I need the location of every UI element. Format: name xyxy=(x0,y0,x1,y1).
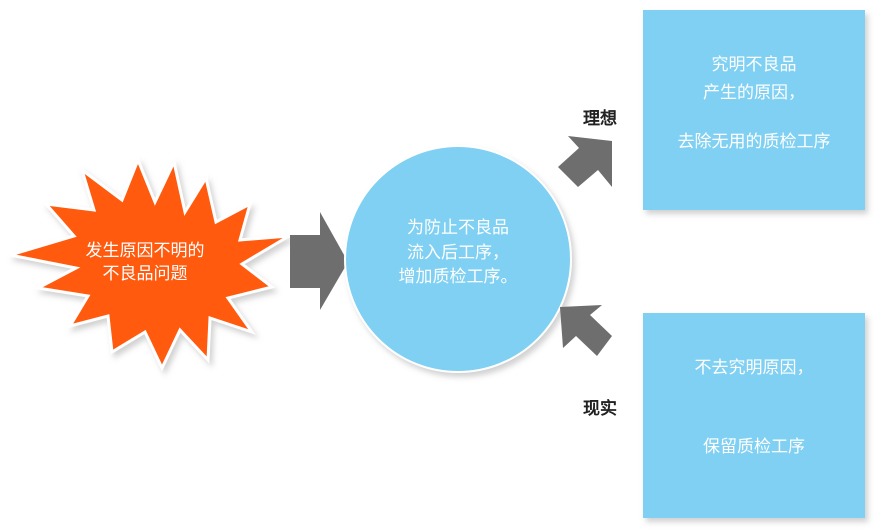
arrow-to-ideal xyxy=(558,136,612,187)
reality-line-2: 保留质检工序 xyxy=(703,437,805,457)
reality-box xyxy=(643,313,865,518)
circle-text: 为防止不良品 流入后工序， 增加质检工序。 xyxy=(368,216,548,290)
circle-line-2: 流入后工序， xyxy=(407,242,509,263)
circle-line-3: 增加质检工序。 xyxy=(398,267,518,288)
reality-label: 现实 xyxy=(583,399,617,419)
ideal-box xyxy=(643,10,865,210)
reality-line-1: 不去究明原因， xyxy=(694,358,814,378)
starburst-shape xyxy=(9,155,290,372)
burst-line-2: 不良品问题 xyxy=(102,263,188,284)
process-circle xyxy=(344,145,572,373)
burst-line-1: 发生原因不明的 xyxy=(85,241,205,261)
arrow-from-reality xyxy=(560,305,612,356)
ideal-line-3: 去除无用的质检工序 xyxy=(677,132,831,152)
arrow-to-circle xyxy=(290,212,348,310)
burst-text: 发生原因不明的 不良品问题 xyxy=(60,240,230,286)
ideal-label: 理想 xyxy=(583,109,617,129)
ideal-line-2: 产生的原因， xyxy=(703,83,805,103)
circle-line-1: 为防止不良品 xyxy=(407,218,509,238)
ideal-line-1: 究明不良品 xyxy=(711,55,797,75)
